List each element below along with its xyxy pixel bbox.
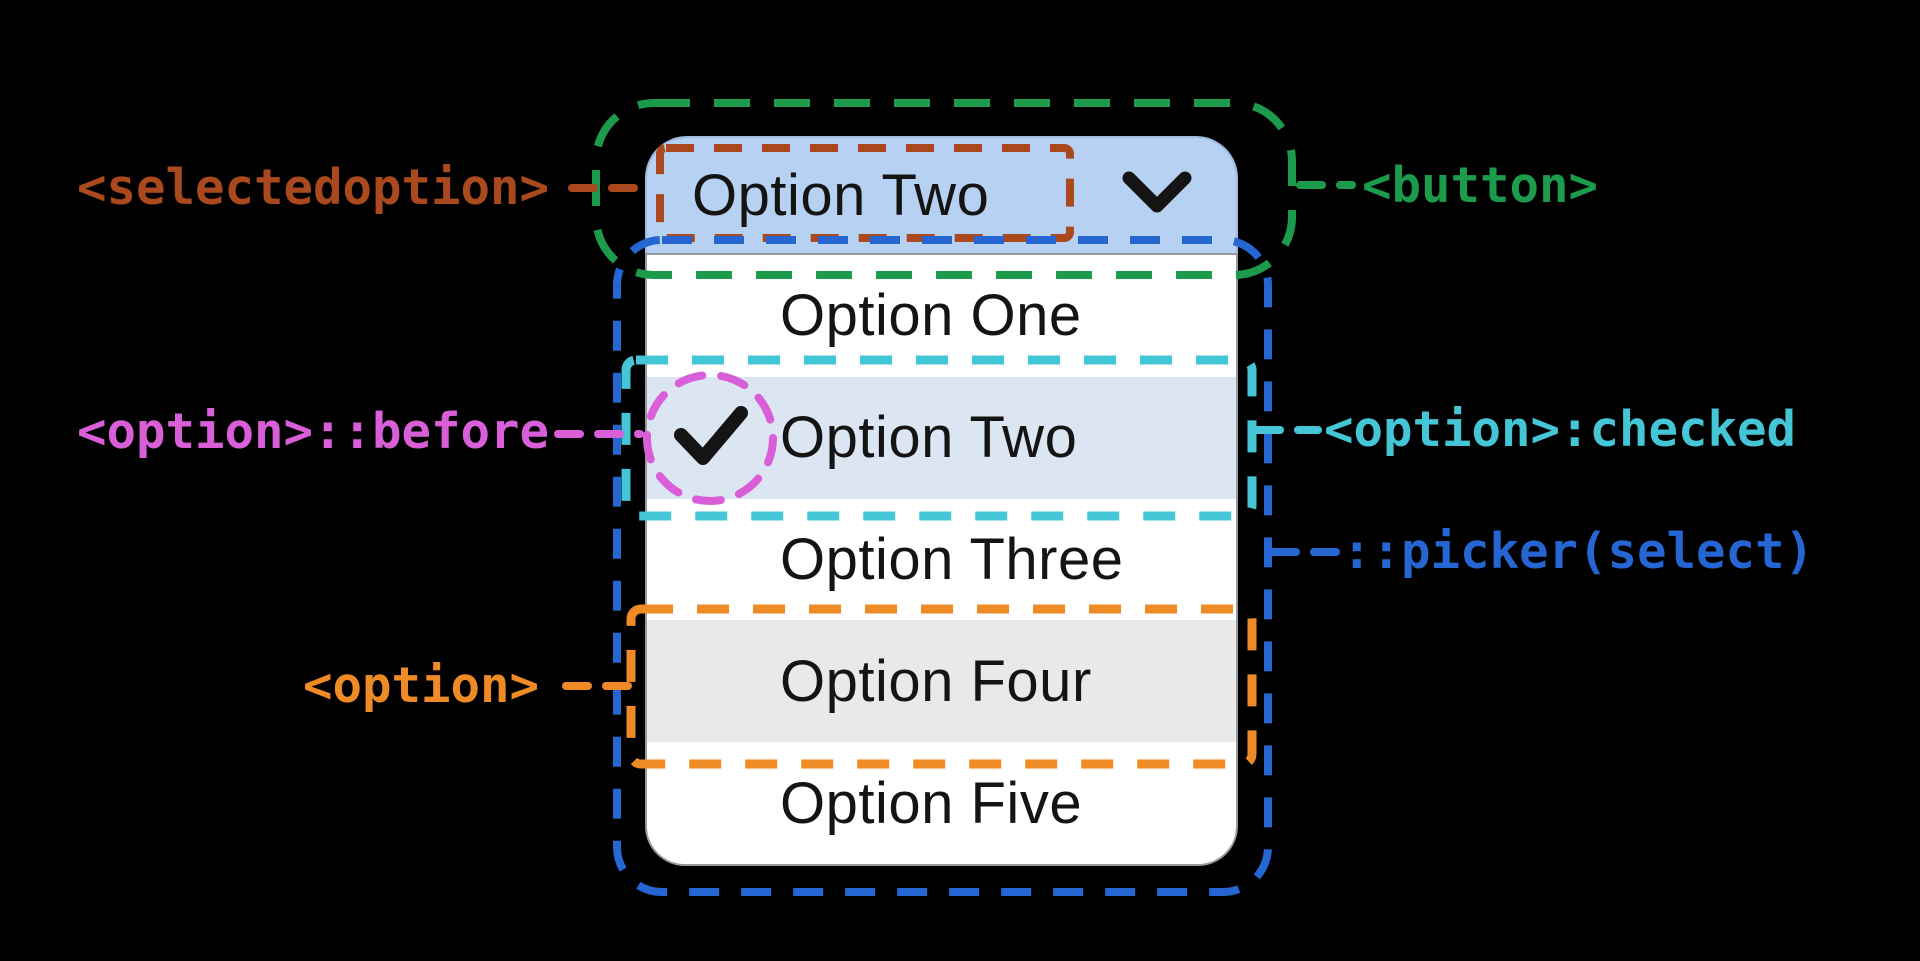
option-before-label: <option>::before [77, 403, 550, 460]
selected-option-value: Option Two [692, 163, 990, 228]
option-four-hover[interactable]: Option Four [647, 620, 1236, 743]
button-label: <button> [1362, 157, 1599, 214]
option-label: Option Four [780, 648, 1092, 714]
option-label-annotation: <option> [303, 657, 540, 714]
option-label: Option One [780, 283, 1082, 349]
select-picker-popup: Option One Option Two Option Three Optio… [645, 253, 1238, 866]
option-three[interactable]: Option Three [647, 499, 1236, 621]
option-checked-label: <option>:checked [1324, 401, 1797, 458]
chevron-down-stroke [1122, 171, 1192, 213]
selectedoption-label: <selectedoption> [77, 159, 550, 216]
select-button[interactable]: Option Two [645, 136, 1238, 253]
chevron-down-icon [1122, 171, 1192, 213]
option-two-checked[interactable]: Option Two [647, 376, 1236, 499]
option-five[interactable]: Option Five [647, 742, 1236, 864]
option-one[interactable]: Option One [647, 255, 1236, 377]
option-label: Option Three [780, 526, 1124, 592]
option-label: Option Two [780, 405, 1078, 471]
picker-label: ::picker(select) [1342, 523, 1815, 580]
option-label: Option Five [780, 770, 1083, 836]
